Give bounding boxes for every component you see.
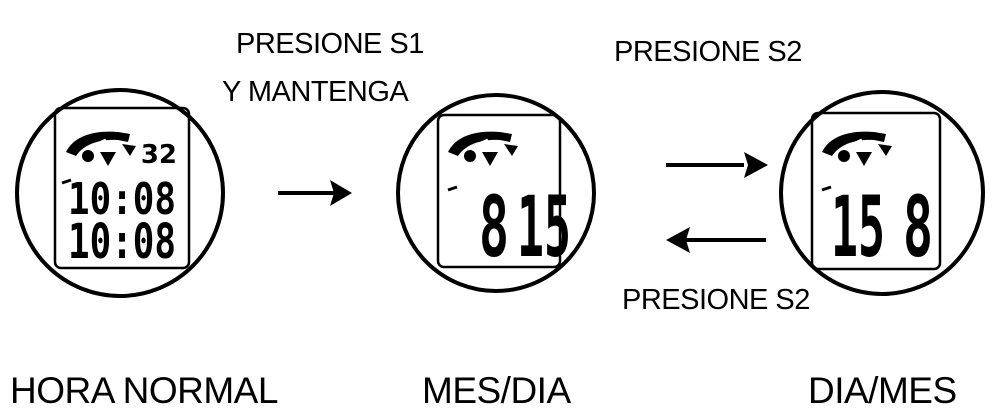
- watch-face-mes-dia: 8 15: [396, 93, 596, 293]
- arrow-right-icon: [278, 180, 352, 206]
- time-line-1: 10:08: [68, 174, 176, 225]
- day-digits: 15: [517, 178, 571, 276]
- watch-face-hora-normal: 32 10:08 10:08: [15, 88, 225, 298]
- hold-label: Y MANTENGA: [222, 76, 409, 108]
- bicycle-icon: [64, 130, 138, 168]
- bicycle-icon: [820, 130, 894, 168]
- seconds-readout: 32: [141, 140, 177, 170]
- bicycle-icon: [446, 130, 520, 168]
- caption-dia-mes: DIA/MES: [808, 370, 957, 411]
- arrow-right-icon: [666, 152, 768, 178]
- watch-face-dia-mes: 15 8: [779, 90, 985, 296]
- day-digits: 15: [831, 178, 885, 276]
- month-digits: 8: [479, 178, 509, 276]
- time-line-2: 10:08: [68, 214, 176, 270]
- arrow-left-icon: [666, 227, 766, 253]
- caption-mes-dia: MES/DIA: [422, 370, 571, 411]
- month-digits: 8: [903, 178, 933, 276]
- press-s2-back-label: PRESIONE S2: [622, 284, 810, 316]
- caption-hora-normal: HORA NORMAL: [10, 370, 278, 411]
- press-s1-label: PRESIONE S1: [236, 28, 424, 60]
- press-s2-forward-label: PRESIONE S2: [614, 36, 802, 68]
